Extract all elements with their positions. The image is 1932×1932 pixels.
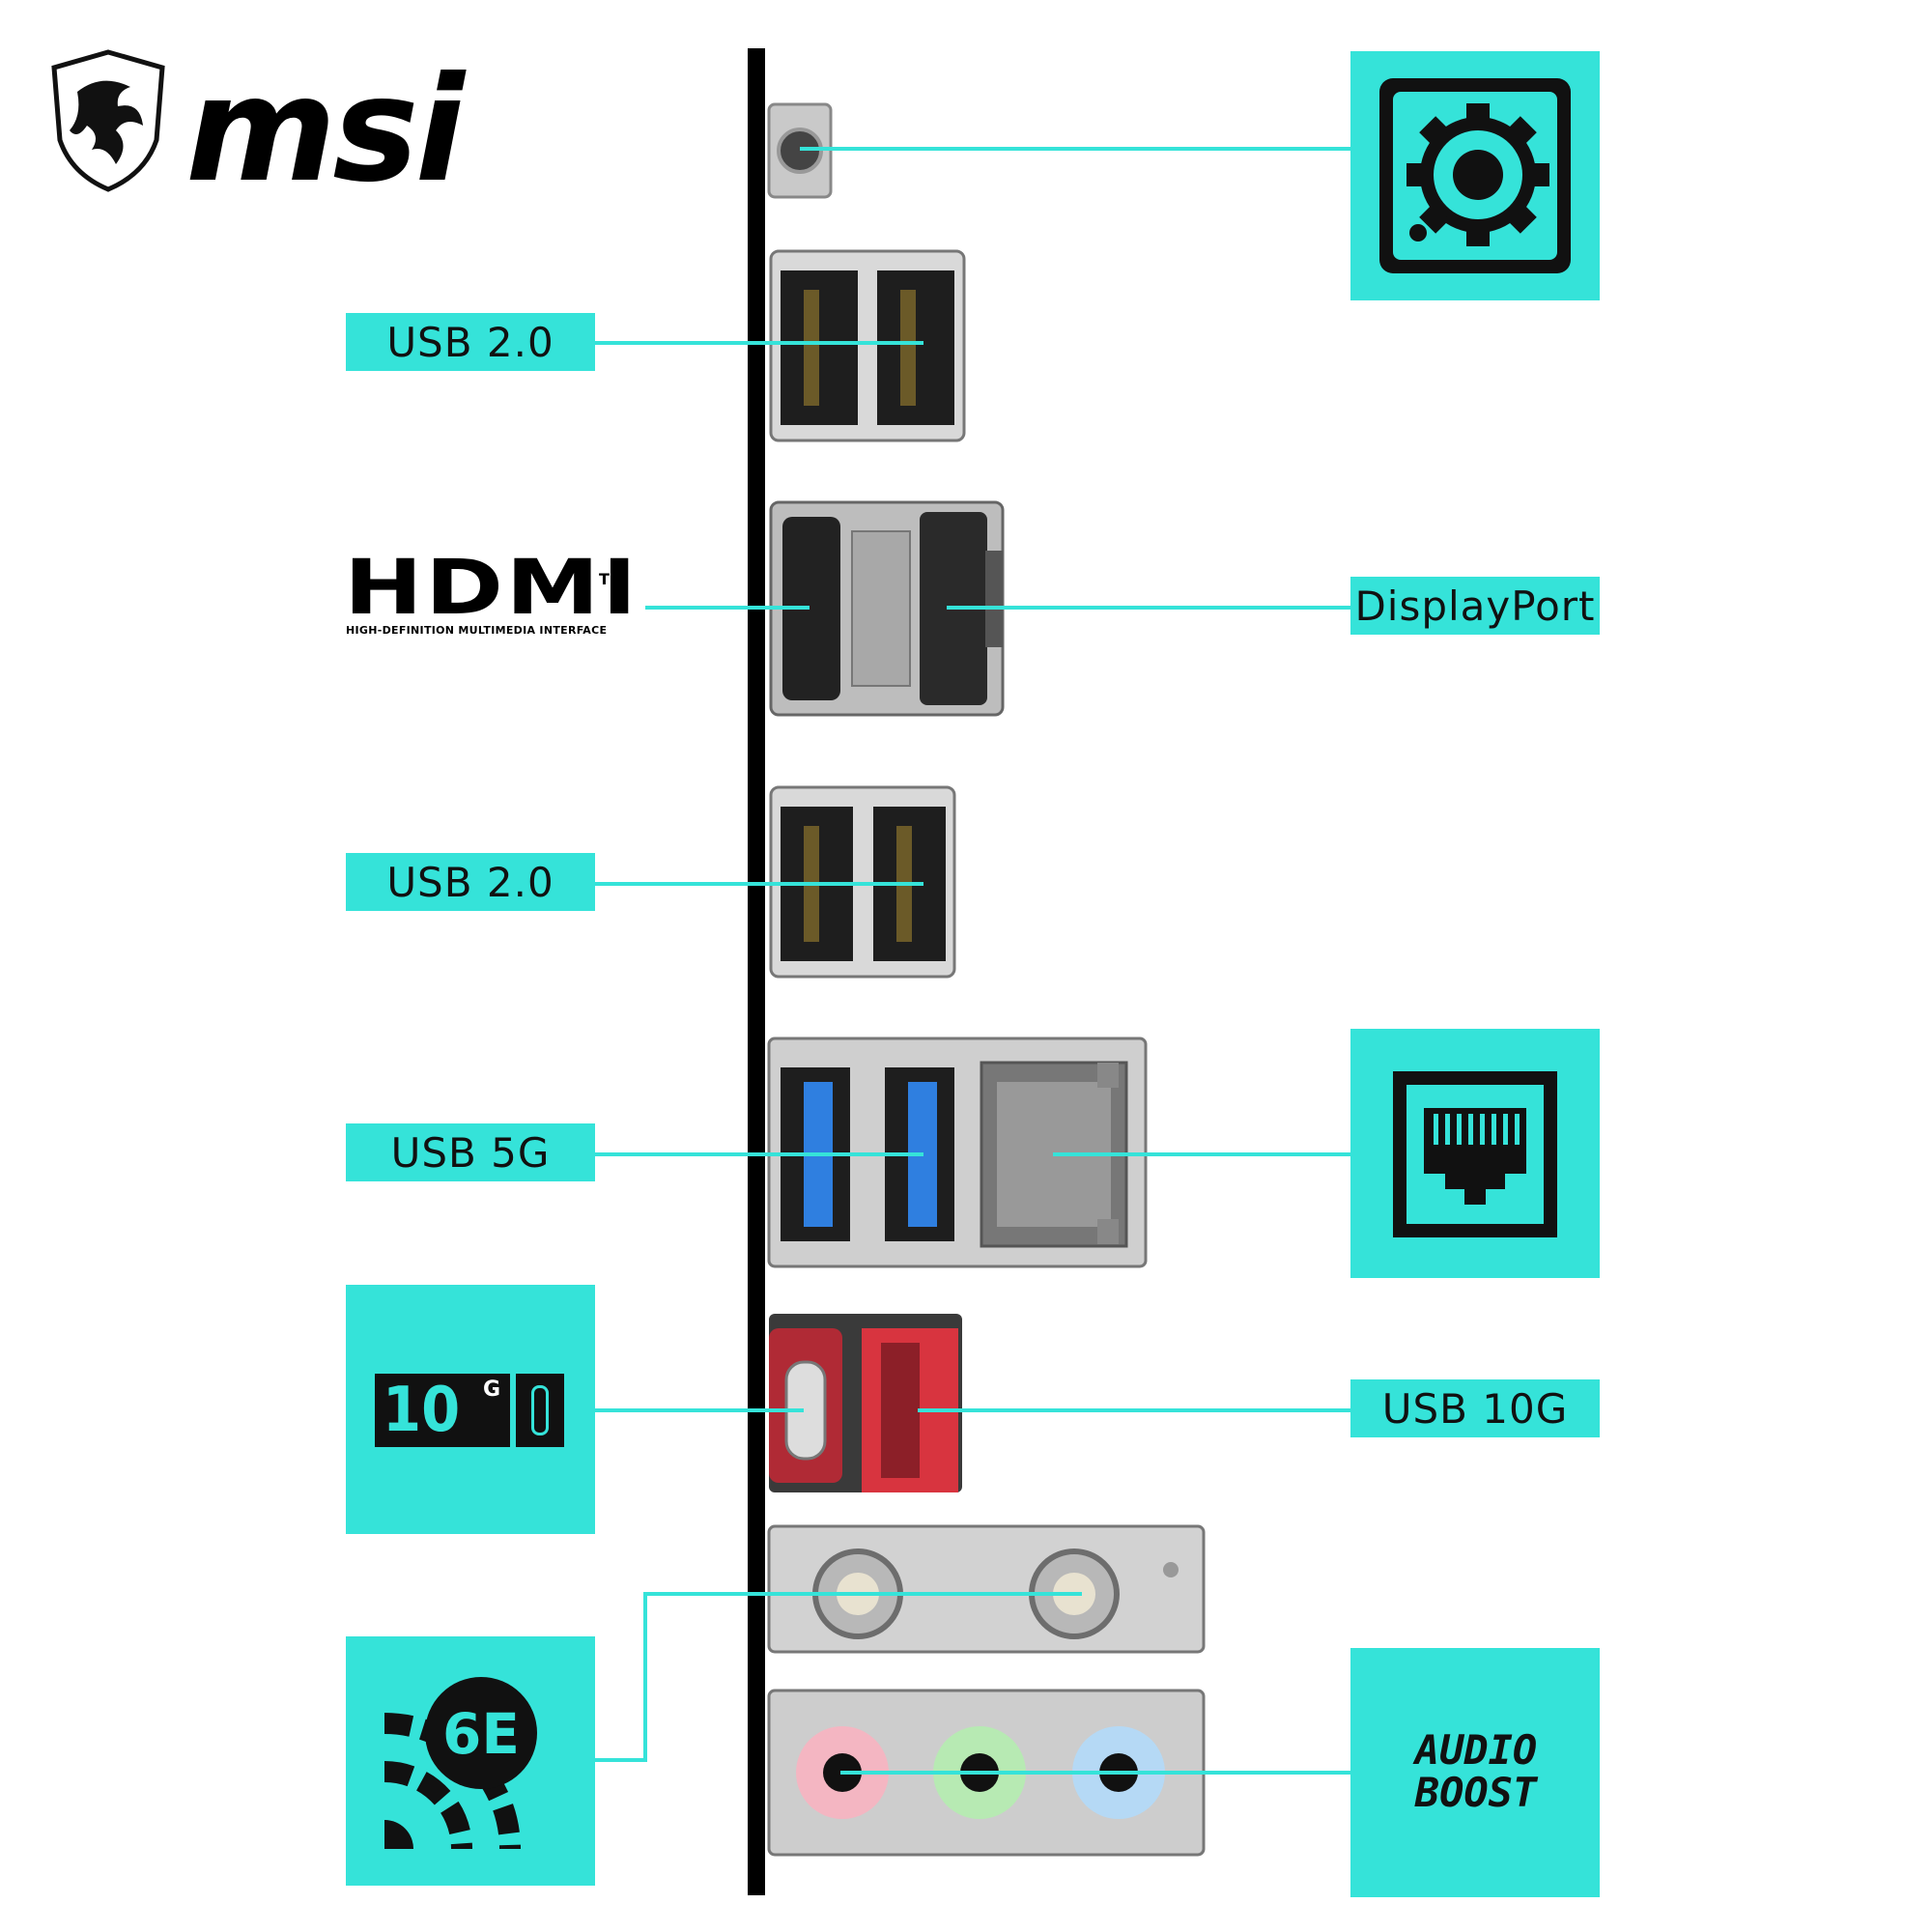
wifi-badge-text: 6E xyxy=(442,1701,520,1767)
connector-line-usb20-top xyxy=(595,341,923,345)
usb10g-badge-tile: 10 G xyxy=(346,1285,595,1534)
clear-cmos-button-icon xyxy=(767,102,833,199)
connector-line-usb10g-right xyxy=(918,1408,1352,1412)
connector-line-usb5g xyxy=(595,1152,923,1156)
audio-boost-tile xyxy=(1350,1648,1600,1897)
usb20-top-label: USB 2.0 xyxy=(346,313,595,371)
hdmi-trademark: TM xyxy=(599,570,625,588)
hdmi-logo: HDMI xyxy=(344,545,639,632)
io-shield-edge xyxy=(748,48,765,1895)
usb-type-c-icon: 10 G xyxy=(375,1374,564,1447)
connector-line-cmos xyxy=(800,147,1352,151)
usb20-mid-label: USB 2.0 xyxy=(346,853,595,911)
usb20-top-port-icon xyxy=(769,249,966,442)
usb5g-label: USB 5G xyxy=(346,1123,595,1181)
connector-line-wifi-vertical xyxy=(643,1592,647,1762)
msi-dragon-shield-icon xyxy=(48,48,168,193)
displayport-label: DisplayPort xyxy=(1350,577,1600,635)
connector-line-wifi-stub xyxy=(595,1758,647,1762)
msi-logo-text: msi xyxy=(185,46,465,214)
rear-io-ports-illustration xyxy=(767,102,1206,1857)
audio-boost-icon: AUDIO BOOST xyxy=(1379,1729,1573,1814)
audio-boost-line2: BOOST xyxy=(1414,1769,1538,1816)
hdmi-displayport-port-icon xyxy=(769,500,1005,717)
settings-tile xyxy=(1350,51,1600,300)
wifi-6e-icon xyxy=(384,1677,537,1850)
wifi-6e-tile: 6E xyxy=(346,1636,595,1886)
connector-line-audio xyxy=(840,1771,1352,1775)
hdmi-tagline: HIGH-DEFINITION MULTIMEDIA INTERFACE xyxy=(346,624,608,637)
gear-icon xyxy=(1379,78,1571,273)
connector-line-usb20-mid xyxy=(595,882,923,886)
lan-tile xyxy=(1350,1029,1600,1278)
connector-line-lan xyxy=(1053,1152,1352,1156)
connector-line-usb10g-left xyxy=(595,1408,804,1412)
usb10g-badge-unit: G xyxy=(483,1378,501,1402)
usb10g-label: USB 10G xyxy=(1350,1379,1600,1437)
ethernet-port-icon xyxy=(1393,1071,1557,1237)
audio-boost-line1: AUDIO xyxy=(1414,1726,1538,1774)
connector-line-displayport xyxy=(947,606,1352,610)
connector-line-wifi-horizontal xyxy=(645,1592,1082,1596)
wifi-antenna-connectors-icon xyxy=(767,1524,1206,1654)
usb10g-port-icon xyxy=(769,1314,962,1492)
connector-line-hdmi xyxy=(645,606,810,610)
usb10g-badge-number: 10 xyxy=(383,1375,461,1446)
